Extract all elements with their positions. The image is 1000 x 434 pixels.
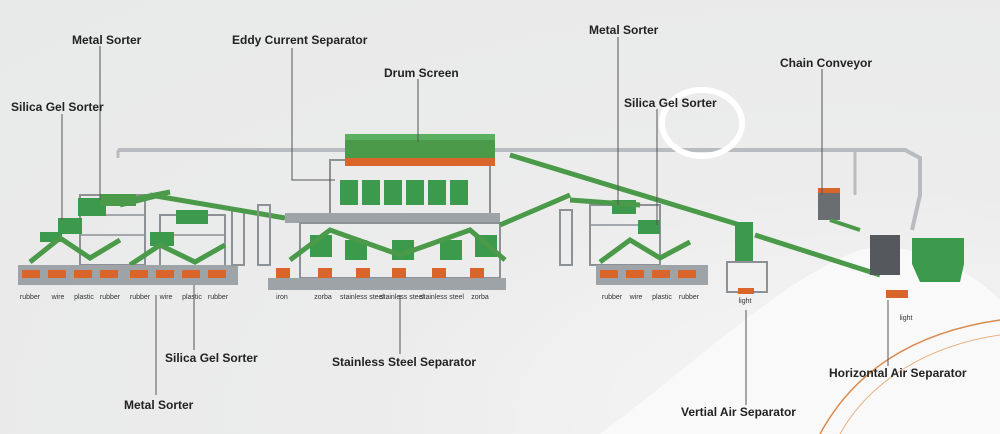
output-label: wire: [51, 294, 65, 301]
output-label: wire: [159, 294, 173, 301]
vertical-air-separator-unit: [726, 222, 881, 294]
callout-silica-gel-sorter-top-right: Silica Gel Sorter: [624, 96, 717, 110]
callout-silica-gel-sorter-top-left: Silica Gel Sorter: [11, 100, 104, 114]
output-label: rubber: [678, 294, 700, 301]
white-ring: [659, 87, 745, 159]
output-label: plastic: [182, 294, 202, 301]
callout-silica-gel-sorter-bottom: Silica Gel Sorter: [165, 351, 258, 365]
output-label: rubber: [19, 294, 41, 301]
line1-sorting-station: [18, 189, 171, 285]
callout-vertical-air-separator: Vertial Air Separator: [681, 405, 796, 419]
callout-metal-sorter-top-right: Metal Sorter: [589, 23, 659, 37]
output-label: rubber: [129, 294, 151, 301]
output-label-vertical-air: light: [738, 298, 752, 305]
background-curve: [819, 319, 1000, 434]
callout-stainless-steel-separator: Stainless Steel Separator: [332, 355, 477, 369]
output-label: zorba: [314, 294, 332, 301]
line3-sorting-station: [559, 197, 708, 285]
output-label: iron: [276, 294, 288, 301]
callout-horizontal-air-separator: Horizontal Air Separator: [829, 366, 967, 380]
dust-duct: [118, 148, 922, 231]
output-label: stainless steel: [420, 294, 464, 301]
line2-sorting-station: [119, 192, 286, 285]
output-label: rubber: [207, 294, 229, 301]
output-label: wire: [629, 294, 643, 301]
callout-metal-sorter-top-left: Metal Sorter: [72, 33, 142, 47]
output-label: zorba: [471, 294, 489, 301]
output-label: plastic: [74, 294, 94, 301]
center-processing-building: [257, 134, 741, 290]
background-curve-2: [839, 334, 1000, 434]
output-label: stainless steel: [340, 294, 384, 301]
output-label: rubber: [601, 294, 623, 301]
output-label-horizontal-air: light: [899, 315, 913, 322]
output-label: rubber: [99, 294, 121, 301]
callout-metal-sorter-bottom: Metal Sorter: [124, 398, 194, 412]
horizontal-air-separator-unit: [818, 150, 964, 298]
output-label: stainless steel: [380, 294, 424, 301]
callout-chain-conveyor: Chain Conveyor: [780, 56, 873, 70]
output-label: plastic: [652, 294, 672, 301]
callout-drum-screen: Drum Screen: [384, 66, 459, 80]
callout-eddy-current-separator: Eddy Current Separator: [232, 33, 368, 47]
